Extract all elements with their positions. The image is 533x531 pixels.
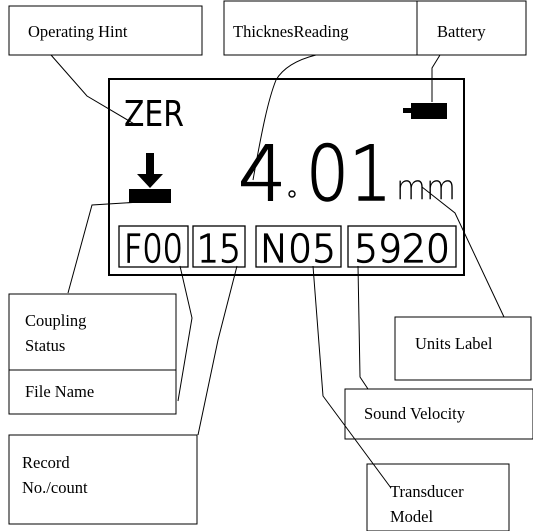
battery-leader: [431, 54, 441, 102]
velocity-value: 5920: [354, 227, 450, 271]
file-name-leader: [177, 265, 193, 402]
record-count-leader: [197, 265, 238, 436]
record-count-label-line1: Record: [22, 453, 70, 472]
record-count-label-line2: No./count: [22, 478, 88, 497]
coupling-status-label-line2: Status: [25, 336, 65, 355]
lcd-bottom-fields: [118, 225, 457, 268]
thickness-reading-leader: [252, 54, 317, 181]
file-name-label: File Name: [25, 382, 94, 401]
sound-velocity-box: [344, 388, 533, 440]
reading-decimal-point: [288, 190, 296, 198]
transducer-model-label-line1: Transducer: [390, 482, 464, 501]
transducer-model-label-line2: Model: [390, 507, 433, 526]
lcd-bottom-values: F00 15 N05 5920: [123, 226, 450, 271]
transducer-value: N05: [260, 227, 336, 271]
coupling-status-box: [8, 293, 177, 371]
file-value: F00: [124, 227, 183, 271]
battery-label: Battery: [437, 22, 486, 41]
record-field-frame: [192, 225, 246, 268]
units-label-leader: [421, 186, 505, 318]
reading-fraction: 01: [306, 129, 392, 218]
transducer-field-frame: [255, 225, 342, 268]
file-field-frame: [118, 225, 189, 268]
label-boxes: [8, 0, 533, 531]
file-name-box: [8, 369, 177, 415]
transducer-model-box: [366, 463, 510, 531]
record-count-box: [8, 434, 198, 525]
operating-hint-label: Operating Hint: [28, 22, 128, 41]
lcd-screen-frame: [108, 78, 465, 276]
coupling-arrow-icon: [129, 153, 171, 203]
sound-velocity-label: Sound Velocity: [364, 404, 466, 423]
velocity-field-frame: [347, 225, 457, 268]
coupling-status-label-line1: Coupling: [25, 311, 86, 330]
battery-box: [416, 0, 527, 56]
operating-hint-leader: [50, 54, 137, 126]
record-value: 15: [197, 227, 241, 271]
units-label-box: [394, 316, 532, 381]
units-label-label: Units Label: [415, 334, 493, 353]
sound-velocity-leader: [357, 265, 369, 390]
transducer-model-leader: [312, 265, 392, 489]
thickness-reading-display: 4 01: [237, 128, 392, 218]
lcd-hint-text: ZER: [124, 94, 184, 135]
leader-lines: [50, 54, 505, 489]
coupling-status-leader: [67, 201, 141, 294]
thickness-reading-label: ThicknesReading: [233, 22, 348, 41]
operating-hint-box: [8, 5, 203, 56]
reading-integer: 4: [238, 129, 286, 218]
reading-unit: mm: [396, 168, 456, 208]
battery-icon: [403, 103, 447, 119]
